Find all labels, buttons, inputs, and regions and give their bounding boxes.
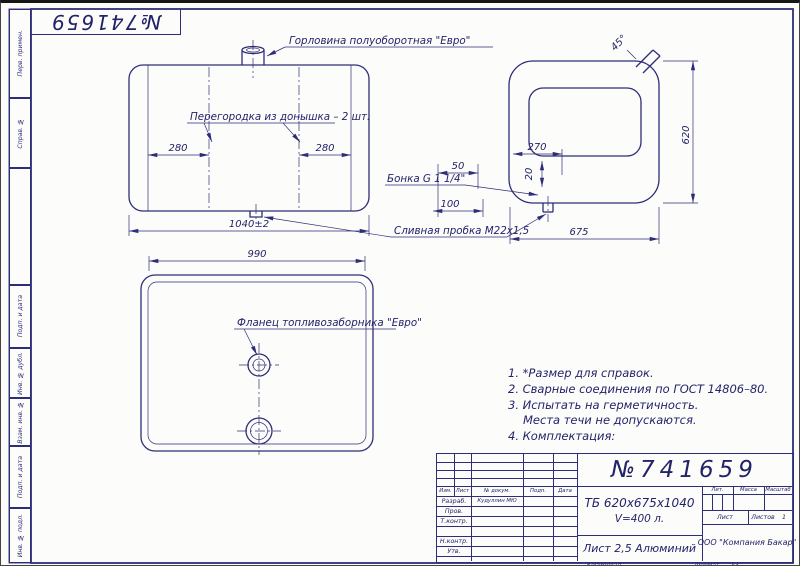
margin-cell-podp-data-1: Подп. и дата xyxy=(9,285,31,348)
neck-callout: Горловина полуоборотная "Евро" xyxy=(266,35,493,57)
margin-label: Подп. и дата xyxy=(16,295,24,338)
end-view-outline xyxy=(508,60,660,204)
flange-callout-label: Фланец топливозаборника "Евро" xyxy=(237,317,422,329)
doc-number: №741659 xyxy=(611,457,758,483)
margin-label: Подп. и дата xyxy=(16,455,24,499)
col-izm: Изм. xyxy=(439,488,452,494)
dim-45: 45° xyxy=(609,33,629,53)
margin-label: Инв. № подл. xyxy=(16,513,24,558)
col-doc: № докум. xyxy=(483,488,511,494)
end-view-dimensions: 45° 620 675 270 20 50 100 xyxy=(433,33,698,244)
side-view-dimensions: 280 280 1040±2 xyxy=(128,143,370,236)
role-nkontr: Н.контр. xyxy=(439,537,469,545)
col-sign: Подп. xyxy=(529,488,547,494)
margin-label: Взам. инв. № xyxy=(16,400,24,444)
dim-20: 20 xyxy=(524,168,535,181)
lit-label: Лит. xyxy=(711,487,724,493)
baffle-callout: Перегородка из донышка – 2 шт. xyxy=(187,111,370,143)
sheet-number-stamp-text: №741659 xyxy=(49,9,162,34)
end-view-inner-profile xyxy=(528,87,642,157)
razrab-name: Кудуллин МЮ xyxy=(477,498,517,504)
col-list: Лист xyxy=(455,488,470,494)
format-value: А3 xyxy=(731,562,739,566)
note-line-4: Места течи не допускаются. xyxy=(523,413,697,428)
format-label: Формат xyxy=(695,562,720,566)
margin-cell-empty xyxy=(9,168,31,285)
mass-label: Масса xyxy=(740,487,757,493)
part-name-cell: ТБ 620х675х1040 V=400 л. xyxy=(577,486,702,535)
margin-label: Справ. № xyxy=(16,117,24,149)
sheet-label: Лист xyxy=(717,513,733,521)
margin-cell-podp-data-2: Подп. и дата xyxy=(9,446,31,508)
note-line-5: 4. Комплектация: xyxy=(508,429,616,444)
top-view xyxy=(140,274,374,455)
margin-cell-inv-dubl: Инв. № дубл. xyxy=(9,348,31,398)
drain-callout: Сливная пробка М22х1,5 xyxy=(263,213,547,238)
scale-label: Масштаб xyxy=(765,487,791,493)
margin-cell-vzam-inv: Взам. инв. № xyxy=(9,398,31,446)
side-view xyxy=(128,40,370,223)
dim-270: 270 xyxy=(527,142,546,153)
dim-620: 620 xyxy=(681,125,692,144)
copied-label: Копировал xyxy=(586,562,622,566)
top-view-outline xyxy=(140,274,374,452)
drain-callout-label: Сливная пробка М22х1,5 xyxy=(394,225,529,237)
margin-label: Инв. № дубл. xyxy=(16,351,24,395)
sheets-value: 1 xyxy=(781,513,786,521)
margin-cell-perv-primen: Перв. примен. xyxy=(9,9,31,98)
sheets-label: Листов xyxy=(751,513,775,521)
technical-notes: 1. *Размер для справок. 2. Сварные соеди… xyxy=(508,366,768,445)
sheet-number-stamp: №741659 xyxy=(31,9,181,35)
boss-callout: Бонка G 1 1/4" xyxy=(385,173,539,196)
top-view-inner-line xyxy=(147,281,367,445)
tank-outline xyxy=(128,64,370,212)
role-tkontr: Т.контр. xyxy=(440,517,468,525)
role-utv: Утв. xyxy=(447,547,461,555)
vent-stub-45 xyxy=(635,49,654,68)
material-cell: Лист 2,5 Алюминий xyxy=(582,541,697,555)
boss-callout-label: Бонка G 1 1/4" xyxy=(387,173,465,185)
margin-cell-sprav-no: Справ. № xyxy=(9,98,31,168)
margin-label: Перв. примен. xyxy=(16,30,24,77)
dim-990: 990 xyxy=(247,249,266,260)
dim-100: 100 xyxy=(440,199,459,210)
role-razrab: Разраб. xyxy=(441,497,467,505)
dim-675: 675 xyxy=(569,227,588,238)
drawing-canvas: 280 280 1040±2 Горловина полуоборотная "… xyxy=(8,8,794,564)
note-line-2: 2. Сварные соединения по ГОСТ 14806–80. xyxy=(508,381,769,396)
dim-50: 50 xyxy=(452,161,465,172)
role-prov: Пров. xyxy=(444,507,464,515)
company-cell: ООО "Компания Бакар" xyxy=(697,538,797,547)
baffle-callout-label: Перегородка из донышка – 2 шт. xyxy=(190,111,370,123)
top-view-dimensions: 990 xyxy=(148,249,366,271)
neck-callout-label: Горловина полуоборотная "Евро" xyxy=(289,35,470,47)
title-block: №741659 Изм. Лист № докум. Подп. Дата Ра… xyxy=(436,453,797,563)
part-name: ТБ 620х675х1040 xyxy=(584,496,695,510)
note-line-3: 3. Испытать на герметичность. xyxy=(508,397,699,412)
dim-280-right: 280 xyxy=(315,143,334,154)
note-line-1: 1. *Размер для справок. xyxy=(508,366,654,380)
part-volume: V=400 л. xyxy=(614,513,665,525)
drain-circle xyxy=(245,417,273,445)
dim-1040: 1040±2 xyxy=(229,219,269,230)
fuel-flange-circle xyxy=(247,353,271,377)
end-view xyxy=(508,49,661,222)
col-date: Дата xyxy=(558,488,572,494)
margin-cell-inv-podl: Инв. № подл. xyxy=(9,508,31,563)
dim-280-left: 280 xyxy=(168,143,187,154)
flange-callout: Фланец топливозаборника "Евро" xyxy=(234,317,422,356)
